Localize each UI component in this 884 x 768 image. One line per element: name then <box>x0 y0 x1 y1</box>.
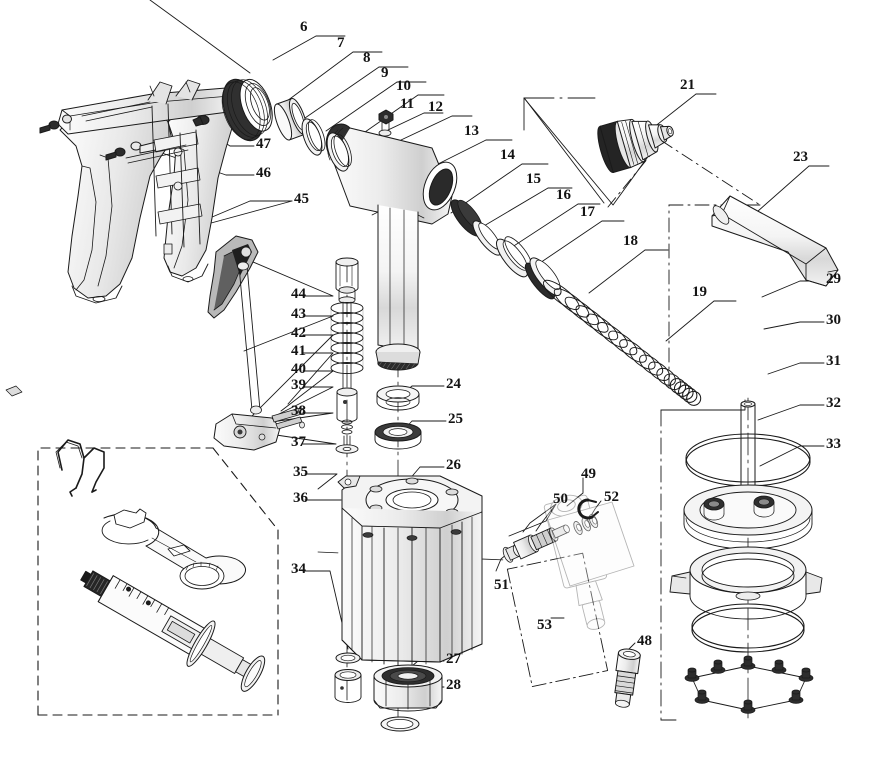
callout-50[interactable]: 50 <box>553 491 568 507</box>
callout-35[interactable]: 35 <box>293 464 308 480</box>
callout-7[interactable]: 7 <box>337 35 345 51</box>
callout-16[interactable]: 16 <box>556 187 571 203</box>
callout-41[interactable]: 41 <box>291 343 306 359</box>
callout-28[interactable]: 28 <box>446 677 461 693</box>
callout-44[interactable]: 44 <box>291 286 306 302</box>
callout-21[interactable]: 21 <box>680 77 695 93</box>
callout-52[interactable]: 52 <box>604 489 619 505</box>
callout-15[interactable]: 15 <box>526 171 541 187</box>
callout-37[interactable]: 37 <box>291 434 306 450</box>
callout-32[interactable]: 32 <box>826 395 841 411</box>
callout-33[interactable]: 33 <box>826 436 841 452</box>
callout-38[interactable]: 38 <box>291 403 306 419</box>
callout-34[interactable]: 34 <box>291 561 306 577</box>
callout-53[interactable]: 53 <box>537 617 552 633</box>
callout-23[interactable]: 23 <box>793 149 808 165</box>
callout-18[interactable]: 18 <box>623 233 638 249</box>
callout-17[interactable]: 17 <box>580 204 595 220</box>
callout-30[interactable]: 30 <box>826 312 841 328</box>
callout-51[interactable]: 51 <box>494 577 509 593</box>
callout-11[interactable]: 11 <box>400 96 415 112</box>
callout-43[interactable]: 43 <box>291 306 306 322</box>
callout-31[interactable]: 31 <box>826 353 841 369</box>
callout-46[interactable]: 46 <box>256 165 271 181</box>
callout-49[interactable]: 49 <box>581 466 596 482</box>
callout-24[interactable]: 24 <box>446 376 461 392</box>
callout-9[interactable]: 9 <box>381 65 389 81</box>
callout-12[interactable]: 12 <box>428 99 443 115</box>
callout-48[interactable]: 48 <box>637 633 652 649</box>
callout-26[interactable]: 26 <box>446 457 461 473</box>
callout-45[interactable]: 45 <box>294 191 309 207</box>
callout-10[interactable]: 10 <box>396 78 411 94</box>
callout-14[interactable]: 14 <box>500 147 515 163</box>
callout-36[interactable]: 36 <box>293 490 308 506</box>
callout-29[interactable]: 29 <box>826 271 841 287</box>
callout-40[interactable]: 40 <box>291 361 306 377</box>
callout-27[interactable]: 27 <box>446 651 461 667</box>
callout-6[interactable]: 6 <box>300 19 308 35</box>
callout-47[interactable]: 47 <box>256 136 271 152</box>
callout-25[interactable]: 25 <box>448 411 463 427</box>
callout-8[interactable]: 8 <box>363 50 371 66</box>
callout-39[interactable]: 39 <box>291 377 306 393</box>
callout-19[interactable]: 19 <box>692 284 707 300</box>
callout-42[interactable]: 42 <box>291 325 306 341</box>
callout-13[interactable]: 13 <box>464 123 479 139</box>
